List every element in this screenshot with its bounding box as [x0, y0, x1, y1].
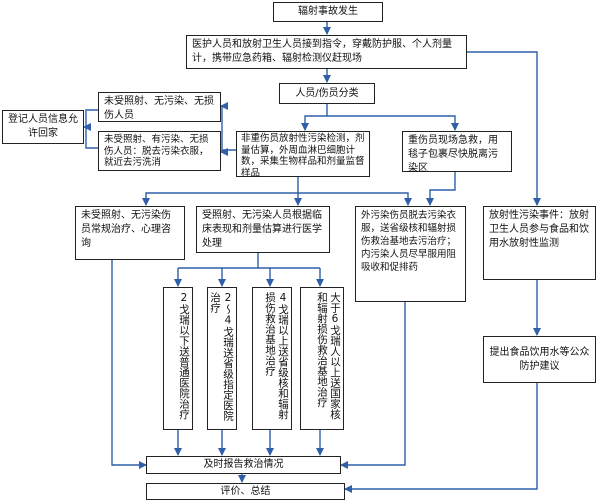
dose-under-2gy-node: 2戈瑞以下送普通医院治疗 — [163, 287, 193, 430]
evaluate-node: 评价、总结 — [146, 483, 345, 500]
report-node: 及时报告救治情况 — [146, 456, 341, 474]
severe-node: 重伤员现场急救，用毯子包裹尽快脱离污染区 — [402, 131, 512, 174]
classify-node: 人员/伤员分类 — [279, 83, 375, 104]
dose-over-6gy-node: 大于6戈瑞人以上送国家核和辐射损伤救治基地治疗 — [300, 287, 344, 430]
unexposed-top-node: 未受照射、无污染、无损伤人员 — [98, 92, 221, 122]
exposed-clean-node: 未受照射、有污染、无损伤人员：脱去污染衣服，就近去污洗消 — [98, 131, 221, 171]
detect-node: 非重伤员放射性污染检测，剂量估算，外周血淋巴细胞计数，采集生物样品和剂量监督样品 — [236, 131, 370, 179]
food-node: 放射性污染事件：放射卫生人员参与食品和饮用水放射性监测 — [483, 206, 596, 280]
incident-node: 辐射事故发生 — [273, 2, 383, 22]
instruct-node: 医护人员和放射卫生人员接到指令，穿戴防护服、个人剂量计，携带应急药箱、辐射检测仪… — [186, 35, 467, 69]
contaminated-node: 外污染伤员脱去污染衣服，送省级核和辐射损伤救治基地去污治疗；内污染人员尽早服用阻… — [355, 206, 466, 302]
register-node: 登记人员信息允许回家 — [2, 110, 84, 144]
exposed-treat-node: 受照射、无污染人员根据临床表现和剂量估算进行医学处理 — [196, 206, 330, 253]
unexposed-care-node: 未受照射、无污染伤员常规治疗、心理咨询 — [75, 206, 185, 260]
advice-node: 提出食品饮用水等公众防护建议 — [483, 336, 596, 383]
dose-over-4gy-node: 4戈瑞以上送省级核和辐射损伤救治基地治疗 — [252, 287, 292, 430]
dose-2-4gy-node: 2～4戈瑞送省级指定医院治疗 — [207, 287, 237, 430]
